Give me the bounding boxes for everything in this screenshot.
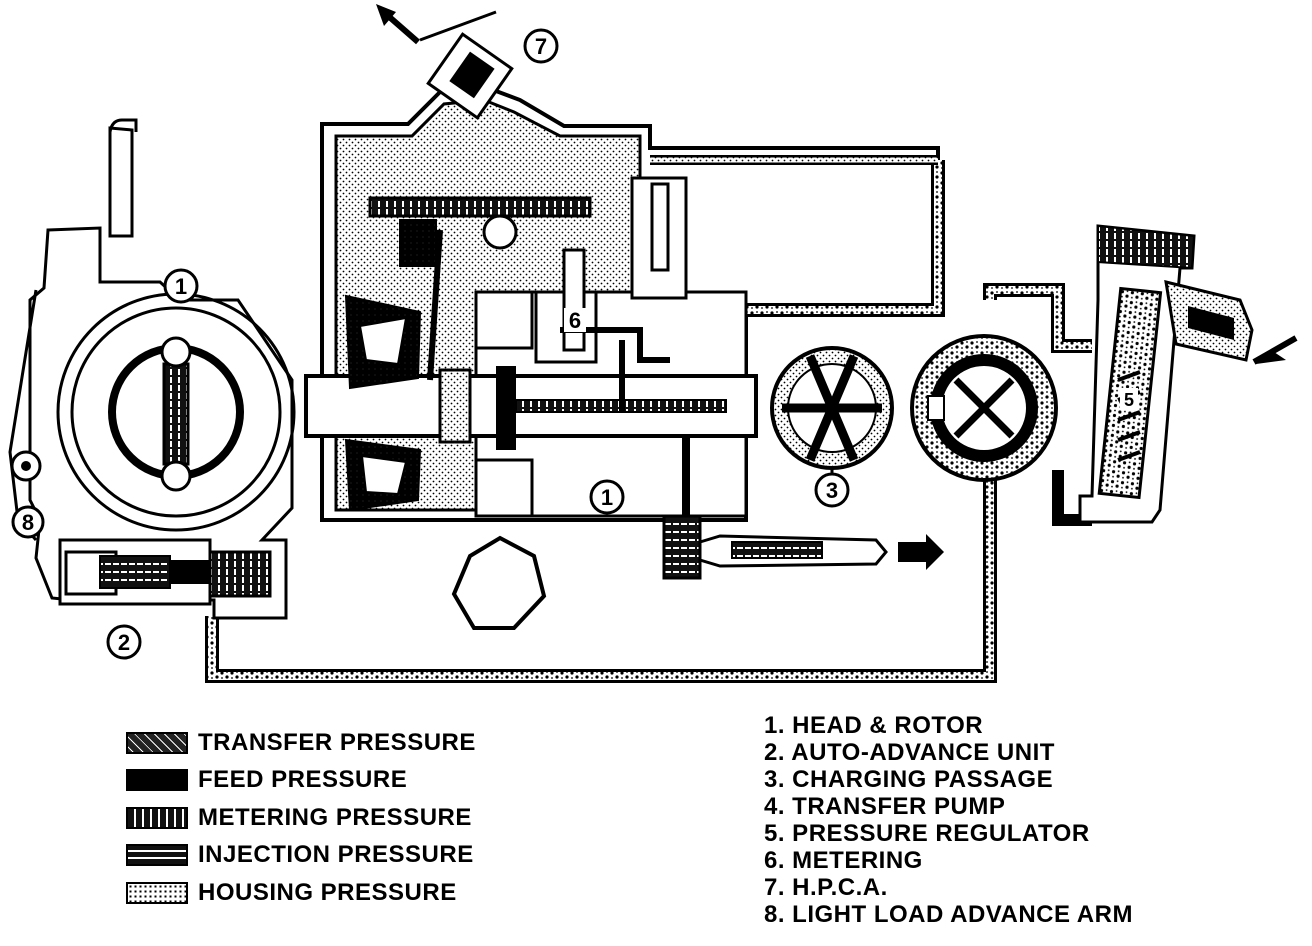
- outlet-arrow-top: [376, 4, 420, 45]
- parts-list-item: 2. AUTO-ADVANCE UNIT: [764, 739, 1055, 766]
- callout-7: 7: [523, 28, 559, 64]
- callout-text: 2: [118, 630, 130, 655]
- callout-6: 6: [564, 308, 586, 333]
- legend-label: METERING PRESSURE: [198, 803, 472, 831]
- callout-text: 3: [826, 478, 838, 503]
- legend-label: TRANSFER PRESSURE: [198, 728, 476, 756]
- injection-pressure-swatch: [126, 844, 188, 867]
- legend-label: INJECTION PRESSURE: [198, 841, 474, 869]
- callout-text: 7: [535, 34, 547, 59]
- callout-text: 8: [22, 510, 34, 535]
- charging-passage: [770, 346, 894, 482]
- cam-ring: [56, 292, 296, 532]
- parts-list-item: 7. H.P.C.A.: [764, 874, 888, 901]
- callout-text: 1: [175, 274, 187, 299]
- parts-list: 1. HEAD & ROTOR 2. AUTO-ADVANCE UNIT 3. …: [764, 712, 1133, 928]
- parts-list-item: 6. METERING: [764, 847, 923, 874]
- pressure-legend: TRANSFER PRESSURE FEED PRESSURE METERING…: [126, 724, 476, 912]
- drive-hex-nut: [451, 535, 547, 630]
- governor-weights: [344, 294, 422, 512]
- callout-3: 3: [814, 472, 850, 508]
- legend-item-transfer: TRANSFER PRESSURE: [126, 724, 476, 762]
- parts-list-item: 4. TRANSFER PUMP: [764, 793, 1006, 820]
- transfer-pump: [910, 334, 1058, 482]
- callout-text: 1: [601, 485, 613, 510]
- feed-pressure-swatch: [126, 769, 188, 792]
- legend-label: FEED PRESSURE: [198, 766, 408, 794]
- callout-1-left: 1: [163, 268, 199, 304]
- parts-list-item: 8. LIGHT LOAD ADVANCE ARM: [764, 901, 1133, 928]
- callout-8: 8: [11, 505, 45, 539]
- metering-pressure-swatch: [126, 806, 188, 829]
- transfer-pressure-line: [205, 155, 1092, 683]
- parts-list-item: 3. CHARGING PASSAGE: [764, 766, 1054, 793]
- housing-pressure-swatch: [126, 881, 188, 904]
- callout-2: 2: [106, 624, 142, 660]
- callout-text: 6: [569, 308, 581, 333]
- legend-item-housing: HOUSING PRESSURE: [126, 874, 476, 912]
- hpca-valve: [419, 10, 514, 120]
- injection-line-nozzle: [662, 514, 944, 580]
- parts-list-item: 1. HEAD & ROTOR: [764, 712, 984, 739]
- auto-advance-piston: [58, 538, 272, 606]
- legend-item-injection: INJECTION PRESSURE: [126, 837, 476, 875]
- legend-label: HOUSING PRESSURE: [198, 878, 457, 906]
- legend-item-feed: FEED PRESSURE: [126, 762, 476, 800]
- callout-1-right: 1: [589, 479, 625, 515]
- parts-list-item: 5. PRESSURE REGULATOR: [764, 820, 1090, 847]
- legend-item-metering: METERING PRESSURE: [126, 799, 476, 837]
- callout-5: 5: [1120, 388, 1138, 410]
- pressure-regulator: [1078, 224, 1298, 524]
- transfer-pressure-swatch: [126, 731, 188, 754]
- callout-text: 5: [1124, 390, 1134, 410]
